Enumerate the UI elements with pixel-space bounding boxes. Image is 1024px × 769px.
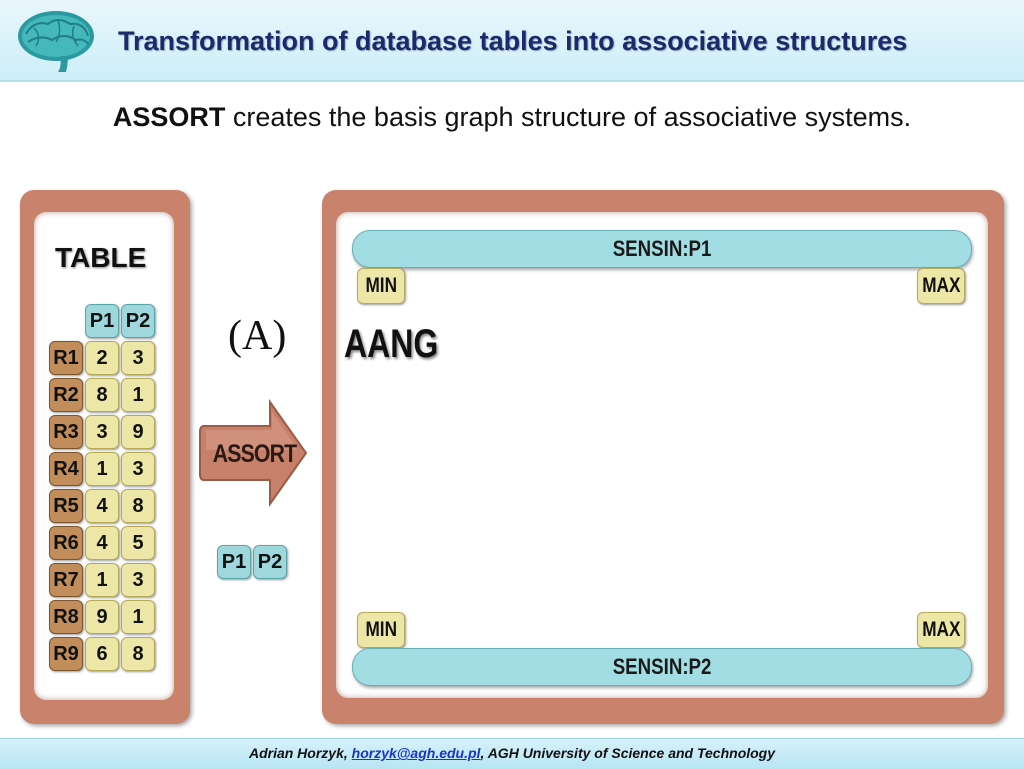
table-cell: 6 (85, 637, 119, 671)
step-label: (A) (228, 313, 287, 359)
row-label: R8 (49, 600, 83, 634)
table-cell: 1 (121, 600, 155, 634)
column-header-p1: P1 (85, 304, 119, 338)
table-cell: 1 (121, 378, 155, 412)
table-cell: 4 (85, 489, 119, 523)
graph-panel (322, 190, 1004, 724)
footer-bar (0, 738, 1024, 769)
table-cell: 8 (121, 637, 155, 671)
brain-icon (18, 11, 94, 72)
min-p1-label: MIN (365, 274, 397, 297)
arrow-icon (199, 398, 308, 508)
footer-affiliation: , AGH University of Science and Technolo… (480, 745, 776, 761)
header-bar (0, 0, 1024, 82)
table-cell: 2 (85, 341, 119, 375)
table-title: TABLE (55, 242, 147, 273)
table-cell: 5 (121, 526, 155, 560)
min-p1: MIN (357, 268, 405, 304)
table-cell: 3 (121, 341, 155, 375)
row-label: R5 (49, 489, 83, 523)
param-p1: P1 (217, 545, 251, 579)
row-label: R7 (49, 563, 83, 597)
param-p2: P2 (253, 545, 287, 579)
sensin-p2: SENSIN:P2 (352, 648, 972, 686)
table-cell: 9 (85, 600, 119, 634)
table-cell: 3 (121, 452, 155, 486)
table-cell: 4 (85, 526, 119, 560)
graph-panel-inner (336, 212, 988, 698)
min-p2-label: MIN (365, 618, 397, 641)
max-p2-label: MAX (921, 618, 961, 641)
row-label: R3 (49, 415, 83, 449)
table-cell: 9 (121, 415, 155, 449)
row-label: R1 (49, 341, 83, 375)
sensin-p1-label: SENSIN:P1 (612, 236, 712, 261)
table-cell: 3 (121, 563, 155, 597)
subtitle-bold: ASSORT (112, 102, 226, 132)
footer-author: Adrian Horzyk, (248, 745, 352, 761)
aang-label: AANG (344, 322, 439, 366)
table-cell: 8 (121, 489, 155, 523)
max-p1-label: MAX (921, 274, 961, 297)
row-label: R2 (49, 378, 83, 412)
column-header-p2: P2 (121, 304, 155, 338)
table-cell: 8 (85, 378, 119, 412)
footer-email-link[interactable]: horzyk@agh.edu.pl (351, 745, 481, 761)
min-p2: MIN (357, 612, 405, 648)
assort-label: ASSORT (212, 440, 297, 468)
table-cell: 1 (85, 563, 119, 597)
row-label: R9 (49, 637, 83, 671)
sensin-p1: SENSIN:P1 (352, 230, 972, 268)
table-cell: 3 (85, 415, 119, 449)
row-label: R6 (49, 526, 83, 560)
max-p2: MAX (917, 612, 965, 648)
max-p1: MAX (917, 268, 965, 304)
row-label: R4 (49, 452, 83, 486)
page-title: Transformation of database tables into a… (118, 26, 908, 56)
table-cell: 1 (85, 452, 119, 486)
subtitle-text: creates the basis graph structure of ass… (225, 102, 912, 132)
subtitle: ASSORT creates the basis graph structure… (0, 102, 1024, 133)
footer-text: Adrian Horzyk, horzyk@agh.edu.pl, AGH Un… (0, 745, 1024, 761)
sensin-p2-label: SENSIN:P2 (612, 654, 712, 679)
